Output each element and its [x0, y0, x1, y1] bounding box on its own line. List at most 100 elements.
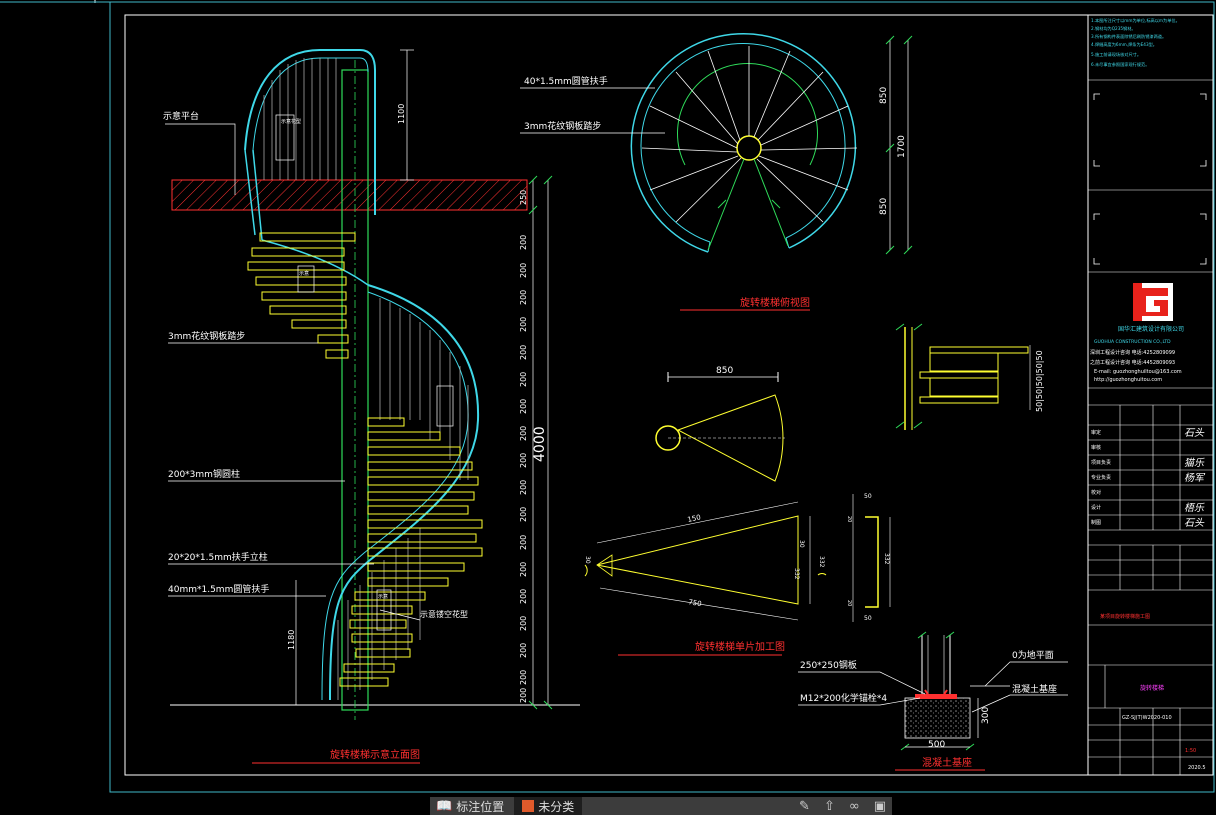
section-dim-bot: 50	[864, 615, 872, 622]
approval-rows: 审定 审核 项目负责 专业负责 校对 设计 制图	[1091, 429, 1111, 526]
section-dim-w2: 20	[846, 600, 852, 606]
foundation-label-concrete: 混凝土基座	[1012, 683, 1057, 695]
plan-view: 40*1.5mm圆管扶手 3mm花纹钢板踏步 850 850 1700 旋转楼梯…	[520, 32, 913, 311]
company-logo	[1133, 283, 1173, 321]
pen-icon[interactable]: ✎	[799, 798, 810, 814]
detail-dim-t2: 30	[798, 540, 805, 548]
svg-text:4.焊缝高度为6mm,焊条为E43型。: 4.焊缝高度为6mm,焊条为E43型。	[1091, 41, 1157, 48]
plan-label-tread: 3mm花纹钢板踏步	[524, 120, 601, 132]
svg-text:校对: 校对	[1091, 489, 1101, 496]
title-notes: 1.本图所注尺寸以mm为单位,标高以m为单位。 2.钢材均为Q235钢材。 3.…	[1091, 17, 1180, 68]
svg-text:200: 200	[519, 616, 528, 631]
detail-dim-h2: 332	[818, 556, 825, 568]
svg-text:审核: 审核	[1091, 444, 1101, 451]
svg-text:2.钢材均为Q235钢材。: 2.钢材均为Q235钢材。	[1091, 25, 1136, 32]
dim-risers: 200 200 200 200 200 200 200 200 200 200 …	[519, 235, 528, 703]
svg-text:200: 200	[519, 426, 528, 441]
label-platform: 示意平台	[163, 110, 199, 122]
svg-text:5.施工前请现场核对尺寸。: 5.施工前请现场核对尺寸。	[1091, 51, 1141, 58]
svg-text:200: 200	[519, 670, 528, 685]
svg-text:3.所有钢构件表面除锈后刷防锈漆两道。: 3.所有钢构件表面除锈后刷防锈漆两道。	[1091, 33, 1166, 40]
foundation-dim-width: 500	[928, 740, 945, 750]
label-tread-top: 3mm花纹钢板踏步	[168, 330, 245, 342]
svg-text:200: 200	[519, 263, 528, 278]
tread-fan-view: 850	[655, 366, 785, 482]
company-contact-2: 之前工程设计咨询 电话:4452809093	[1090, 359, 1175, 366]
step-stack-dims: 50|50|50|50|50	[1035, 350, 1044, 412]
fan-dim-width: 850	[716, 366, 733, 376]
section-dim-h: 332	[883, 553, 890, 565]
svg-text:1.本图所注尺寸以mm为单位,标高以m为单位。: 1.本图所注尺寸以mm为单位,标高以m为单位。	[1091, 17, 1180, 24]
section-dim-w1: 20	[846, 516, 852, 522]
taskbar-item-mark[interactable]: 📖 标注位置	[436, 798, 504, 814]
svg-text:200: 200	[519, 688, 528, 703]
dim-top-height: 1100	[397, 104, 406, 124]
detail-dim-bottom: 750	[688, 598, 703, 608]
plan-dim-lower: 850	[879, 198, 889, 215]
svg-text:200: 200	[519, 317, 528, 332]
svg-text:200: 200	[519, 535, 528, 550]
foundation-dim-height: 300	[981, 707, 991, 724]
dim-rail-height: 1180	[287, 630, 296, 650]
foundation-title: 混凝土基座	[922, 756, 972, 769]
svg-text:石头: 石头	[1184, 517, 1205, 529]
svg-text:6.未尽事宜参照国家现行规范。: 6.未尽事宜参照国家现行规范。	[1091, 61, 1149, 68]
svg-text:200: 200	[519, 589, 528, 604]
color-swatch-icon	[522, 800, 535, 812]
title-block: 1.本图所注尺寸以mm为单位,标高以m为单位。 2.钢材均为Q235钢材。 3.…	[1087, 15, 1213, 775]
label-baluster: 20*20*1.5mm扶手立柱	[168, 551, 268, 563]
drawing-date: 2020.5	[1188, 765, 1206, 771]
taskbar-tools: ✎ ⇧ ∞ ▣	[799, 798, 886, 814]
svg-text:杨军: 杨军	[1184, 472, 1206, 484]
foundation-label-plate: 250*250钢板	[800, 659, 857, 671]
taskbar-item-mark-label: 标注位置	[456, 799, 505, 814]
svg-text:猫乐: 猫乐	[1184, 457, 1205, 469]
taskbar-item-unclassified[interactable]: 未分类	[514, 797, 583, 815]
svg-text:200: 200	[519, 562, 528, 577]
foundation-label-level: 0为地平面	[1012, 649, 1054, 661]
svg-text:制图: 制图	[1091, 519, 1101, 526]
svg-text:项目负责: 项目负责	[1091, 459, 1111, 466]
company-contact-1: 深圳工程设计咨询 电话:4252809099	[1090, 349, 1175, 356]
company-name-cn: 国华汇建筑设计有限公司	[1118, 325, 1184, 333]
foundation-view: 250*250钢板 M12*200化学锚栓*4 0为地平面 混凝土基座 500 …	[798, 631, 1068, 771]
taskbar: 📖 标注位置 未分类 ✎ ⇧ ∞ ▣	[430, 797, 892, 815]
detail-dim-t1: 30	[584, 556, 591, 564]
tread-detail-view: 150 750 332 332 30 30 50 50 332 20 20 旋转…	[584, 493, 891, 656]
signatures: 石头 猫乐 杨军 梧乐 石头	[1184, 427, 1206, 529]
sheet-frame	[0, 0, 1215, 793]
drawing-number: GZ-SJ(T)W2020-010	[1122, 715, 1172, 721]
detail-dim-top: 150	[687, 513, 702, 524]
detail-title: 旋转楼梯单片加工图	[695, 640, 785, 653]
save-icon[interactable]: ▣	[873, 798, 886, 814]
plan-dim-upper: 850	[879, 87, 889, 104]
label-pattern: 示意镂空花型	[420, 609, 468, 619]
plan-label-handrail: 40*1.5mm圆管扶手	[524, 75, 608, 87]
svg-text:200: 200	[519, 453, 528, 468]
svg-text:200: 200	[519, 399, 528, 414]
link-icon[interactable]: ∞	[848, 798, 860, 814]
label-small-1: 示意花型	[281, 118, 301, 125]
svg-text:梧乐: 梧乐	[1184, 502, 1205, 514]
foundation-label-bolt: M12*200化学锚栓*4	[800, 692, 887, 704]
svg-text:200: 200	[519, 235, 528, 250]
company-name-en: GUOHUA CONSTRUCTION CO.,LTD	[1094, 339, 1171, 345]
book-icon: 📖	[436, 798, 453, 814]
project-name: 某项目旋转楼梯施工图	[1100, 613, 1150, 620]
svg-text:200: 200	[519, 507, 528, 522]
upload-icon[interactable]: ⇧	[823, 798, 835, 814]
label-column: 200*3mm钢圆柱	[168, 468, 240, 480]
dim-total: 4000	[532, 426, 548, 462]
svg-text:设计: 设计	[1091, 504, 1101, 511]
company-email: E-mail: guozhonghuiltou@163.com	[1094, 369, 1182, 375]
sheet-name: 旋转楼梯	[1140, 684, 1164, 692]
svg-text:石头: 石头	[1184, 427, 1205, 439]
section-dim-top: 50	[864, 493, 872, 500]
svg-text:200: 200	[519, 290, 528, 305]
dim-slab: 250	[519, 190, 528, 205]
svg-text:200: 200	[519, 480, 528, 495]
svg-text:200: 200	[519, 643, 528, 658]
detail-dim-h1: 332	[793, 568, 800, 580]
company-website: http://guozhonghuitou.com	[1094, 377, 1162, 383]
